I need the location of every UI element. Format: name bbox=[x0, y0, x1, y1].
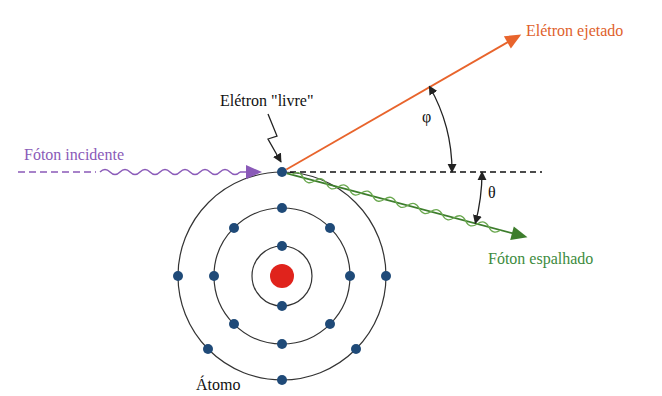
outer-orbit bbox=[178, 172, 386, 380]
phi-angle-arc bbox=[429, 86, 452, 172]
reference-line bbox=[290, 171, 542, 173]
ejected-electron-label: Elétron ejetado bbox=[526, 22, 623, 40]
free-electron-label: Elétron "livre" bbox=[220, 92, 313, 110]
electrons bbox=[173, 167, 391, 385]
incident-wave bbox=[100, 170, 240, 175]
ejected-electron-arrow bbox=[283, 28, 525, 175]
scattered-photon-label: Fóton espalhado bbox=[488, 250, 593, 268]
nucleus bbox=[270, 264, 294, 288]
incident-photon-label: Fóton incidente bbox=[24, 146, 124, 164]
leader-line bbox=[268, 114, 281, 162]
atom-label: Átomo bbox=[196, 376, 240, 394]
incident-arrowhead bbox=[246, 165, 262, 179]
theta-angle-arc bbox=[475, 172, 482, 223]
inner-orbit bbox=[252, 246, 312, 306]
incident-dashed bbox=[18, 171, 96, 173]
theta-symbol: θ bbox=[488, 184, 496, 202]
scattered-photon-arrow bbox=[285, 167, 529, 245]
phi-symbol: φ bbox=[422, 108, 431, 126]
middle-orbit bbox=[214, 208, 350, 344]
